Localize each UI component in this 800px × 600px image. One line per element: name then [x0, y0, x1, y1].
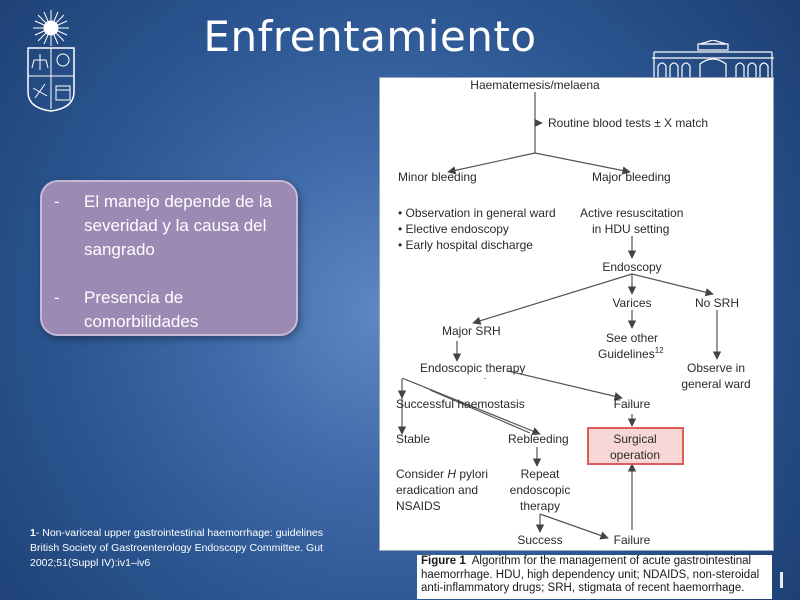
reference-note: 1- Non-variceal upper gastrointestinal h…	[30, 526, 330, 571]
consider-prefix: Consider	[396, 467, 447, 481]
university-crest-icon	[20, 8, 82, 112]
minor-item-observation: • Observation in general ward	[398, 206, 556, 220]
reference-number: 1	[30, 527, 36, 539]
node-repeat-line2: endoscopic	[510, 483, 571, 497]
node-nsaids: NSAIDS	[396, 499, 441, 513]
node-successful-haemostasis: Successful haemostasis	[396, 397, 525, 411]
slide-edge-mark	[780, 572, 783, 588]
node-endoscopy: Endoscopy	[602, 260, 661, 274]
node-repeat-line3: therapy	[520, 499, 560, 513]
node-success: Success	[517, 533, 562, 547]
figure-label: Figure 1	[421, 555, 466, 567]
node-see-other: See other	[606, 331, 658, 345]
pylori-text: pylori	[456, 467, 488, 481]
node-surgical-line2: operation	[610, 448, 660, 462]
minor-item-elective: • Elective endoscopy	[398, 222, 509, 236]
node-varices: Varices	[612, 296, 651, 310]
node-resuscitation-line2: in HDU setting	[592, 222, 669, 236]
flowchart-figure: Haematemesis/melaena Routine blood tests…	[379, 77, 774, 551]
node-blood-tests: Routine blood tests ± X match	[548, 116, 708, 130]
bullet-text: El manejo depende de la severidad y la c…	[84, 192, 273, 259]
figure-caption-text: Algorithm for the management of acute ga…	[421, 555, 760, 594]
guidelines-ref: 12	[655, 346, 664, 355]
node-major-srh: Major SRH	[442, 324, 501, 338]
minor-item-discharge: • Early hospital discharge	[398, 238, 533, 252]
node-guidelines: Guidelines12	[598, 346, 664, 361]
bullet-text: Presencia de comorbilidades	[84, 288, 199, 331]
bullet-box: - El manejo depende de la severidad y la…	[40, 180, 298, 336]
flowchart-svg: Haematemesis/melaena Routine blood tests…	[396, 78, 751, 547]
guidelines-text: Guidelines	[598, 347, 655, 361]
node-failure-1: Failure	[614, 397, 651, 411]
node-major-bleeding: Major bleeding	[592, 170, 671, 184]
surgical-operation-box	[587, 427, 684, 465]
node-failure-2: Failure	[614, 533, 651, 547]
node-surgical-line1: Surgical	[613, 432, 656, 446]
bullet-item-severity: - El manejo depende de la severidad y la…	[54, 190, 280, 262]
flowchart-connectors	[397, 92, 722, 540]
node-rebleeding: Rebleeding	[508, 432, 569, 446]
node-no-srh: No SRH	[695, 296, 739, 310]
node-observe-line2: general ward	[681, 377, 750, 391]
node-repeat-line1: Repeat	[521, 467, 560, 481]
node-consider-h-pylori: Consider H pylori	[396, 467, 488, 481]
node-eradication: eradication and	[396, 483, 478, 497]
node-minor-bleeding: Minor bleeding	[398, 170, 477, 184]
bullet-item-comorbidities: - Presencia de comorbilidades	[54, 286, 280, 334]
node-observe-line1: Observe in	[687, 361, 745, 375]
node-resuscitation-line1: Active resuscitation	[580, 206, 683, 220]
reference-text: - Non-variceal upper gastrointestinal ha…	[30, 527, 324, 569]
node-stable: Stable	[396, 432, 430, 446]
bullet-marker: -	[54, 192, 60, 211]
node-endoscopic-therapy: Endoscopic therapy	[420, 361, 525, 375]
bullet-list: - El manejo depende de la severidad y la…	[54, 190, 280, 334]
slide-title: Enfrentamiento	[203, 12, 537, 61]
bullet-marker: -	[54, 288, 60, 307]
h-italic: H	[447, 467, 456, 481]
node-haematemesis: Haematemesis/melaena	[470, 78, 600, 92]
